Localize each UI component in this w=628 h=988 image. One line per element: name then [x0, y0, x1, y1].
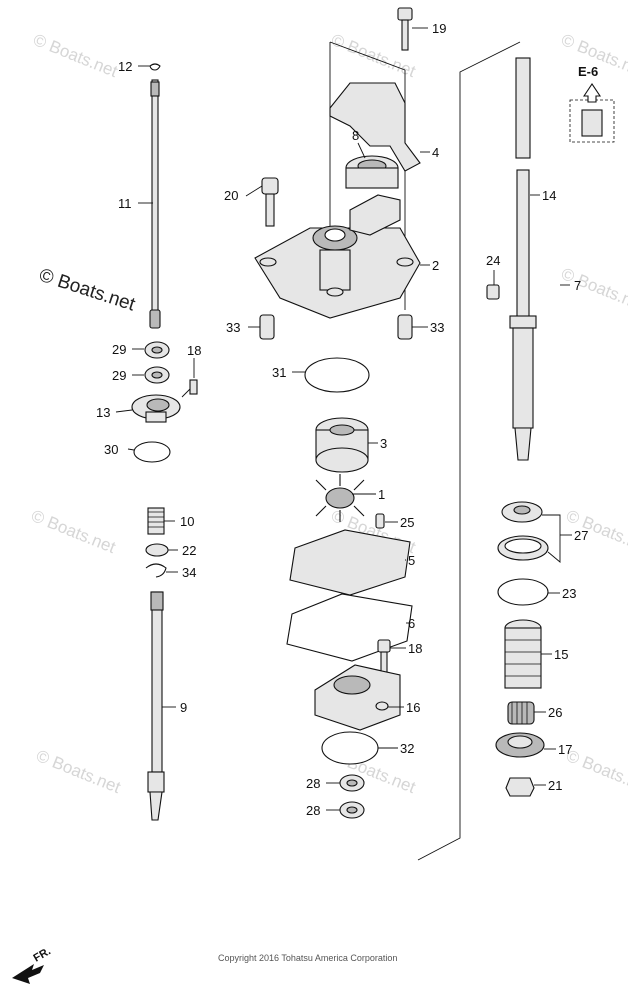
- callout-5: 5: [408, 553, 415, 568]
- leader-lines: [115, 27, 572, 811]
- callout-28: 28: [306, 776, 320, 791]
- callouts: 12 11 29 29 18 13 30 10 22 34 9 19 4 8 2…: [96, 21, 588, 818]
- callout-33: 33: [226, 320, 240, 335]
- part-10-spring: [147, 507, 165, 535]
- part-14-driveshaft: [509, 57, 537, 461]
- callout-3: 3: [380, 436, 387, 451]
- callout-27: 27: [574, 528, 588, 543]
- callout-15: 15: [554, 647, 568, 662]
- reference-e6: E-6: [569, 64, 615, 143]
- watermark: © Boats.net: [564, 746, 628, 797]
- front-direction-arrow: FR.: [12, 945, 53, 984]
- part-9-shaft: [147, 591, 165, 821]
- watermark: © Boats.net: [559, 264, 628, 315]
- part-2-pump-housing: [254, 194, 421, 319]
- part-15-bellows: [504, 619, 542, 689]
- callout-31: 31: [272, 365, 286, 380]
- part-33-dowel: [259, 314, 275, 340]
- part-6-gasket: [286, 593, 413, 662]
- part-22-washer: [145, 543, 169, 557]
- callout-13: 13: [96, 405, 110, 420]
- reference-label: E-6: [578, 64, 598, 79]
- callout-33: 33: [430, 320, 444, 335]
- callout-9: 9: [180, 700, 187, 715]
- watermark-prominent: © Boats.net: [36, 265, 138, 316]
- part-25-key: [375, 513, 385, 529]
- part-19-bolt: [397, 7, 413, 51]
- part-29-bearings: [144, 341, 170, 384]
- callout-18: 18: [187, 343, 201, 358]
- callout-11: 11: [118, 196, 132, 211]
- watermark: © Boats.net: [34, 746, 124, 797]
- part-20-bolt: [261, 177, 279, 227]
- part-11-rod: [149, 63, 161, 329]
- part-8-grommet: [345, 155, 399, 189]
- callout-29: 29: [112, 368, 126, 383]
- part-24-clip: [486, 284, 500, 300]
- callout-24: 24: [486, 253, 500, 268]
- callout-14: 14: [542, 188, 556, 203]
- part-5-plate: [289, 529, 411, 596]
- callout-29: 29: [112, 342, 126, 357]
- part-32-oring: [321, 731, 379, 765]
- part-31-oring: [304, 357, 370, 393]
- direction-label: FR.: [32, 945, 53, 964]
- callout-10: 10: [180, 514, 194, 529]
- watermark: © Boats.net: [31, 30, 121, 81]
- part-33-dowel: [397, 314, 413, 340]
- part-1-impeller: [315, 474, 365, 522]
- callout-6: 6: [408, 616, 415, 631]
- callout-34: 34: [182, 565, 196, 580]
- part-21-nut: [505, 777, 535, 797]
- part-30-oring: [133, 441, 171, 463]
- part-3-insert: [315, 417, 369, 473]
- callout-16: 16: [406, 700, 420, 715]
- callout-32: 32: [400, 741, 414, 756]
- part-13-housing: [131, 379, 198, 423]
- part-28-bearings: [339, 774, 365, 819]
- callout-2: 2: [432, 258, 439, 273]
- callout-30: 30: [104, 442, 118, 457]
- callout-20: 20: [224, 188, 238, 203]
- part-27-bearing: [497, 501, 549, 561]
- part-4-bracket: [329, 82, 421, 172]
- callout-8: 8: [352, 128, 359, 143]
- callout-12: 12: [118, 59, 132, 74]
- watermark: © Boats.net: [29, 506, 119, 557]
- callout-4: 4: [432, 145, 439, 160]
- part-16-housing: [314, 664, 401, 731]
- callout-23: 23: [562, 586, 576, 601]
- part-17-gear: [495, 732, 545, 758]
- callout-17: 17: [558, 742, 572, 757]
- copyright-text: Copyright 2016 Tohatsu America Corporati…: [218, 953, 397, 963]
- callout-21: 21: [548, 778, 562, 793]
- callout-22: 22: [182, 543, 196, 558]
- callout-18: 18: [408, 641, 422, 656]
- part-26-needle-bearing: [507, 701, 535, 725]
- callout-7: 7: [574, 278, 581, 293]
- part-34-clip: [145, 563, 167, 578]
- part-23-oring: [497, 578, 549, 606]
- callout-19: 19: [432, 21, 446, 36]
- callout-26: 26: [548, 705, 562, 720]
- callout-25: 25: [400, 515, 414, 530]
- part-18-bolt: [377, 639, 391, 675]
- callout-28: 28: [306, 803, 320, 818]
- callout-1: 1: [378, 487, 385, 502]
